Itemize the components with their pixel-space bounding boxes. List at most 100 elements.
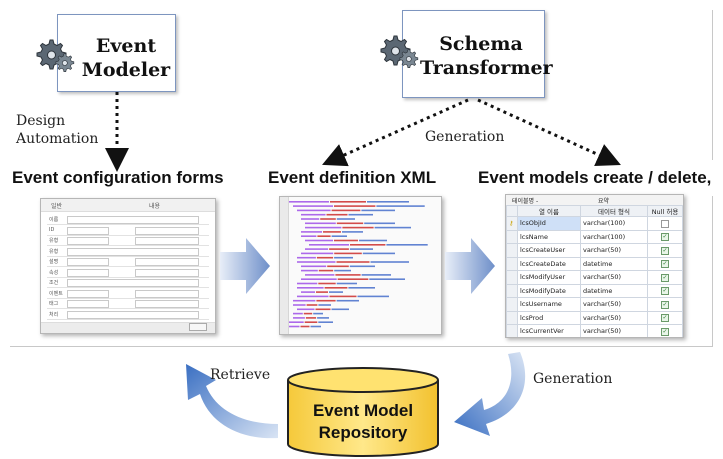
xml-code-line <box>324 287 348 289</box>
null-checkbox[interactable]: ✓ <box>661 260 669 269</box>
xml-code-line <box>305 239 333 242</box>
xml-code-line <box>297 287 324 289</box>
form-row-input[interactable] <box>67 268 109 277</box>
form-row-input[interactable] <box>67 247 199 256</box>
form-row-input-secondary[interactable] <box>135 289 199 298</box>
xml-code-line <box>331 235 347 237</box>
null-allowed-cell: ✓ <box>647 324 683 337</box>
form-row: 속성 <box>47 268 209 278</box>
xml-code-line <box>316 256 334 259</box>
xml-code-line <box>301 231 322 233</box>
form-row-input-secondary[interactable] <box>135 268 199 277</box>
null-checkbox[interactable]: ✓ <box>661 327 669 336</box>
xml-code-line <box>361 209 395 212</box>
row-selector <box>506 283 518 298</box>
form-row-label: 유형 <box>49 238 59 244</box>
null-checkbox[interactable]: ✓ <box>661 233 669 242</box>
event-modeler-title: Event Modeler <box>81 35 171 81</box>
xml-code-line <box>315 308 331 311</box>
xml-code-line <box>364 222 395 225</box>
form-row: 이벤트 <box>47 289 209 299</box>
null-allowed-cell: ✓ <box>647 283 683 298</box>
form-row-input-secondary[interactable] <box>135 237 199 245</box>
null-checkbox[interactable]: ✓ <box>661 246 669 255</box>
xml-code-line <box>361 274 391 276</box>
xml-code-line <box>329 291 343 293</box>
null-checkbox[interactable]: ✓ <box>661 219 669 228</box>
null-checkbox[interactable]: ✓ <box>661 314 669 323</box>
xml-code-line <box>317 317 329 319</box>
xml-code-line <box>326 213 348 216</box>
xml-code-line <box>386 244 428 246</box>
generation-bottom-label: Generation <box>533 371 613 387</box>
xml-code-line <box>297 282 318 285</box>
data-type-cell: datetime <box>580 256 648 271</box>
generation-curved-arrow <box>454 352 526 436</box>
xml-code-line <box>336 282 357 285</box>
xml-code-line <box>313 312 323 315</box>
xml-code-line <box>305 222 336 225</box>
xml-code-line <box>370 261 409 263</box>
form-row-input-secondary[interactable] <box>135 300 199 308</box>
form-row-input[interactable] <box>67 237 109 245</box>
xml-code-line <box>301 235 317 237</box>
form-row: 태그 <box>47 299 209 309</box>
xml-code-line <box>342 226 374 229</box>
form-header-left: 일반 <box>51 203 63 210</box>
xml-gutter <box>280 197 289 334</box>
xml-code-line <box>336 218 355 220</box>
row-selector <box>506 229 518 244</box>
xml-code-line <box>329 295 357 298</box>
form-row: 조건 <box>47 278 209 288</box>
form-row-input[interactable] <box>67 289 109 298</box>
form-row-input-secondary[interactable] <box>135 226 199 235</box>
event-modeler-gears-icon <box>36 39 75 73</box>
row-selector <box>506 256 518 271</box>
primary-key-icon: ⚷ <box>506 216 518 231</box>
form-row-input[interactable] <box>67 258 109 266</box>
xml-code-line <box>293 205 333 207</box>
form-row: 설명 <box>47 257 209 267</box>
column-name-cell: lcsCurrentVer <box>517 324 581 337</box>
xml-code-line <box>318 269 334 272</box>
xml-code-line <box>297 308 315 311</box>
row-selector <box>506 324 518 337</box>
form-row-input[interactable] <box>67 279 199 287</box>
form-row-input[interactable] <box>67 300 109 308</box>
form-row-input[interactable] <box>67 216 199 224</box>
form-row-input-secondary[interactable] <box>135 258 199 266</box>
xml-code-line <box>362 252 395 255</box>
form-row-input[interactable] <box>67 310 199 319</box>
form-row-label: 이벤트 <box>49 290 63 297</box>
column-header-type: 데이터 형식 <box>580 205 648 217</box>
xml-code-lines <box>289 201 428 328</box>
xml-code-line <box>301 291 315 293</box>
retrieve-label: Retrieve <box>210 367 271 383</box>
xml-code-line <box>334 252 362 255</box>
null-checkbox[interactable]: ✓ <box>661 300 669 309</box>
retrieve-curved-arrow <box>186 364 278 439</box>
xml-code-line <box>336 299 359 302</box>
form-row-input[interactable] <box>67 226 109 235</box>
null-checkbox[interactable]: ✓ <box>661 287 669 296</box>
heading-definition-xml: Event definition XML <box>268 168 437 187</box>
xml-code-line <box>301 213 326 216</box>
data-type-cell: varchar(50) <box>580 243 648 258</box>
xml-code-line <box>305 226 342 229</box>
null-allowed-cell: ✓ <box>647 297 683 312</box>
form-row-label: 조건 <box>49 280 59 286</box>
right-frame-mid <box>712 196 713 346</box>
xml-code-line <box>349 248 373 250</box>
null-checkbox[interactable]: ✓ <box>661 273 669 282</box>
xml-code-line <box>318 304 331 306</box>
